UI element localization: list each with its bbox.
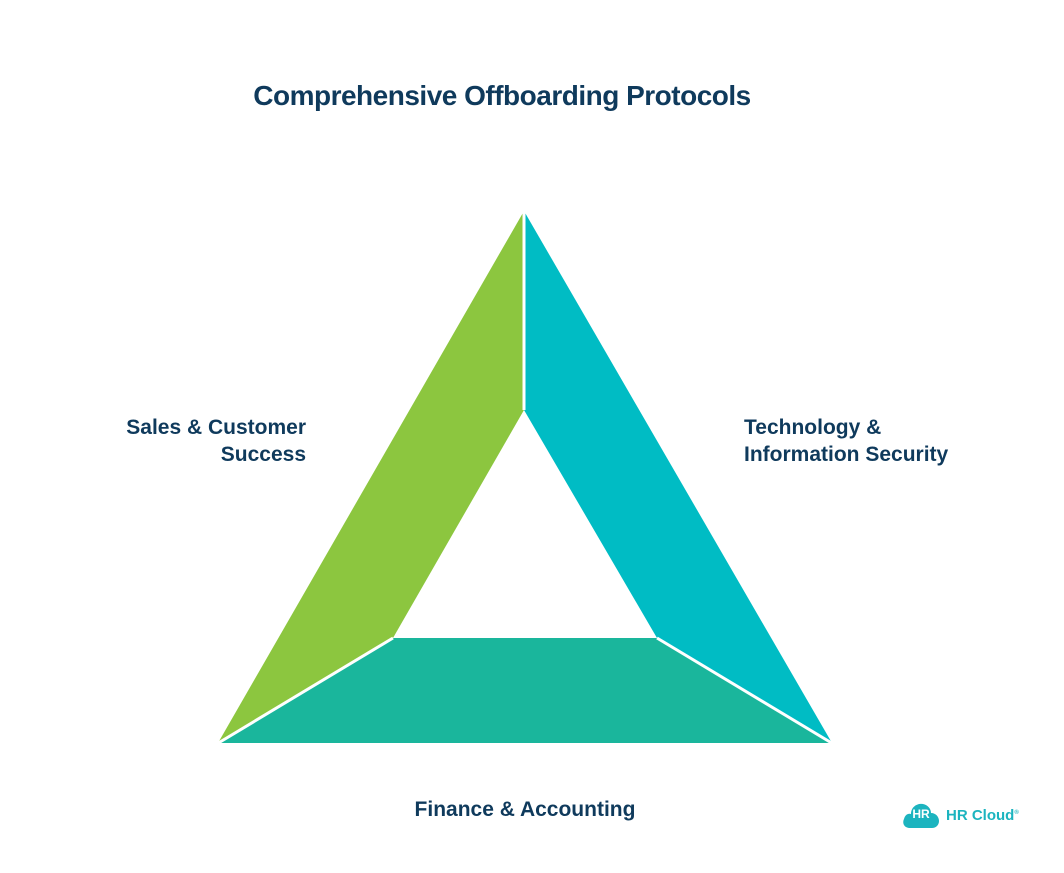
label-line: Information Security bbox=[744, 443, 949, 466]
segment-finance-accounting bbox=[218, 638, 832, 743]
label-technology-information-security: Technology & Information Security bbox=[744, 414, 948, 468]
cloud-icon: HR bbox=[902, 800, 940, 830]
label-sales-customer-success: Sales & Customer Success bbox=[126, 414, 306, 468]
segment-technology-information-security bbox=[524, 211, 832, 743]
logo-badge: HR bbox=[912, 807, 930, 821]
label-finance-accounting: Finance & Accounting bbox=[414, 798, 636, 821]
logo-text: HR Cloud® bbox=[946, 807, 1019, 824]
label-line: Success bbox=[220, 443, 306, 466]
label-line: Technology & bbox=[744, 416, 882, 439]
segment-sales-customer-success bbox=[218, 211, 524, 743]
hr-cloud-logo: HR HR Cloud® bbox=[902, 800, 1019, 830]
page-title: Comprehensive Offboarding Protocols bbox=[253, 80, 751, 111]
logo-name: HR Cloud bbox=[946, 806, 1015, 824]
label-line: Sales & Customer bbox=[126, 416, 306, 439]
registered-mark: ® bbox=[1014, 809, 1019, 816]
